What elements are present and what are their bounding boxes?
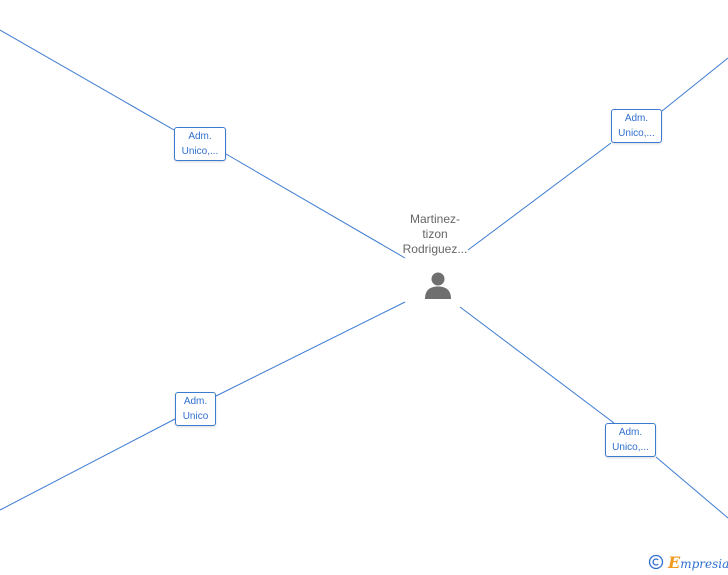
center-name-line-3: Rodriguez... (402, 242, 468, 256)
role-label-line-1: Adm. (624, 113, 649, 124)
role-label-line-1: Adm. (183, 396, 208, 407)
edge-top-right-outer (661, 57, 728, 112)
logo-initial: E (668, 552, 681, 572)
edge-top-right-inner (467, 142, 612, 251)
role-box-top-left[interactable]: Adm. Unico,... (174, 127, 226, 161)
role-label-line-2: Unico (182, 411, 209, 422)
edge-bottom-right-inner (459, 306, 615, 424)
center-person-node[interactable]: Martinez- tizon Rodriguez... (395, 212, 475, 304)
role-label-line-1: Adm. (618, 427, 643, 438)
empresia-logo: Empresia (668, 553, 728, 572)
center-name-line-1: Martinez- (409, 212, 460, 226)
edge-bottom-left-outer (0, 418, 176, 511)
edge-top-left-inner (225, 153, 406, 259)
center-name-line-2: tizon (422, 227, 448, 241)
role-label-line-2: Unico,... (612, 442, 649, 453)
branding-footer: Empresia (648, 552, 728, 572)
edge-bottom-right-outer (655, 456, 728, 519)
logo-rest: mpresia (680, 556, 728, 571)
role-box-bottom-right[interactable]: Adm. Unico,... (605, 423, 656, 457)
person-icon (425, 272, 451, 299)
role-label-line-1: Adm. (188, 131, 212, 142)
edge-bottom-left-inner (215, 301, 406, 397)
role-box-top-right[interactable]: Adm. Unico,... (611, 109, 662, 143)
center-person-name: Martinez- tizon Rodriguez... (395, 212, 475, 257)
role-label-line-2: Unico,... (618, 128, 655, 139)
role-box-bottom-left[interactable]: Adm. Unico (175, 392, 216, 426)
edge-top-left-outer (0, 29, 175, 131)
role-label-line-2: Unico,... (181, 146, 219, 157)
copyright-icon (648, 554, 664, 570)
